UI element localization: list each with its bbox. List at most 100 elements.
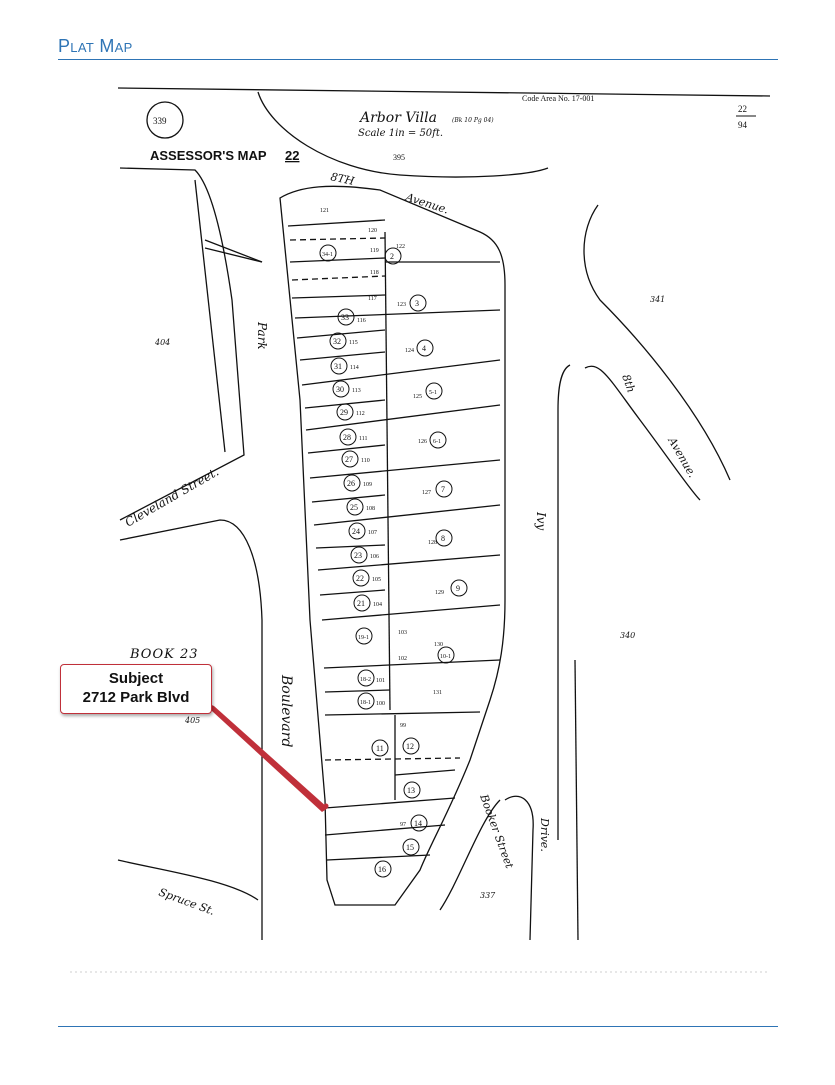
lot-label: 16 (378, 865, 386, 874)
cleveland-inner-line (194, 179, 226, 453)
lot-number: 119 (370, 248, 379, 254)
callout-pointer (200, 700, 328, 812)
leader-line (204, 247, 263, 263)
lot-number: 121 (320, 208, 329, 214)
lot-number: 127 (422, 490, 431, 496)
lot-number: 108 (366, 506, 375, 512)
lot-label: 24 (352, 527, 360, 536)
lot-number: 122 (396, 244, 405, 250)
assessors-map-number: 22 (285, 148, 299, 163)
cleveland-lower-curve (119, 519, 263, 940)
lot-label: 12 (406, 742, 414, 751)
eighth-avenue-inner-curve (584, 365, 701, 501)
page-ref-top: 22 (738, 104, 747, 114)
assessors-map-label: ASSESSOR'S MAP (150, 148, 267, 163)
lot-label: 33 (341, 313, 349, 322)
street-ivy: Ivy (534, 511, 548, 531)
subdivision-name: Arbor Villa (358, 110, 437, 126)
street-8th-right: 8th (619, 373, 638, 395)
map-top-boundary (117, 87, 771, 97)
lot-number: 103 (398, 630, 407, 636)
lot-label: 34-1 (322, 252, 333, 258)
eighth-avenue-right-curve (583, 204, 731, 481)
lot-number: 109 (363, 482, 372, 488)
subject-callout: Subject 2712 Park Blvd (60, 664, 212, 714)
lot-label: 18-1 (360, 700, 371, 706)
lot-number: 100 (376, 701, 385, 707)
lot-label: 13 (407, 786, 415, 795)
lot-number: 126 (418, 439, 427, 445)
scale-label: Scale 1in = 50ft. (358, 128, 443, 139)
street-boulevard: Boulevard (278, 674, 294, 747)
lot-number-labels: 121 120 119 122 118 117 123 116 115 124 … (320, 208, 444, 828)
lot-label: 6-1 (433, 439, 441, 445)
lot-label: 5-1 (429, 390, 437, 396)
lot-number: 125 (413, 394, 422, 400)
lot-label: 21 (357, 599, 365, 608)
lot-number: 97 (400, 822, 406, 828)
parcel-405: 405 (184, 716, 200, 725)
lot-number: 99 (400, 723, 406, 729)
arbor-villa-curve (257, 91, 549, 178)
subject-callout-address: 2712 Park Blvd (82, 689, 190, 706)
lot-number: 105 (372, 577, 381, 583)
code-area-label: Code Area No. 17-001 (522, 94, 594, 103)
lot-label: 25 (350, 503, 358, 512)
lot-label: 9 (456, 584, 460, 593)
lot-number: 113 (352, 388, 361, 394)
lot-number: 107 (368, 530, 377, 536)
street-avenue-top: Avenue. (403, 190, 450, 216)
subject-callout-title: Subject (108, 670, 164, 687)
spruce-street-line (117, 859, 259, 901)
lot-label: 18-2 (360, 677, 371, 683)
lot-number: 104 (373, 602, 382, 608)
parcel-404: 404 (154, 338, 170, 347)
lot-circle-labels: 34-1 2 3 33 4 32 31 5-1 30 29 28 6-1 27 … (322, 252, 460, 874)
lot-label: 31 (334, 362, 342, 371)
lot-divider (394, 769, 456, 776)
parcel-341: 341 (650, 295, 665, 304)
ivy-street-line (557, 364, 571, 840)
lot-number: 123 (397, 302, 406, 308)
parcel-404-boundary (119, 167, 245, 521)
lot-label: 11 (376, 744, 384, 753)
page-title: Plat Map (58, 36, 133, 56)
dashed-lines (289, 237, 461, 761)
street-drive: Drive. (538, 817, 551, 852)
lot-number: 118 (370, 270, 379, 276)
lot-number: 129 (435, 590, 444, 596)
lot-label: 3 (415, 299, 419, 308)
lot-label: 15 (406, 843, 414, 852)
street-cleveland: Cleveland Street. (123, 465, 222, 530)
lot-label: 22 (356, 574, 364, 583)
street-spruce: Spruce St. (157, 886, 216, 918)
lot-label: 4 (422, 344, 426, 353)
lot-number: 128 (428, 540, 437, 546)
lot-label: 14 (414, 819, 422, 828)
street-avenue-right: Avenue. (665, 434, 699, 480)
lot-label: 26 (347, 479, 355, 488)
lot-number: 112 (356, 411, 365, 417)
parcel-337: 337 (480, 891, 496, 900)
lot-number: 115 (349, 340, 358, 346)
street-park: Park (255, 321, 269, 350)
lot-number: 106 (370, 554, 379, 560)
lot-number: 101 (376, 678, 385, 684)
lot-label: 28 (343, 433, 351, 442)
page-ref-bottom: 94 (738, 120, 748, 130)
lot-number: 110 (361, 458, 370, 464)
lot-label: 7 (441, 485, 445, 494)
lot-label: 29 (340, 408, 348, 417)
booker-street-edge (439, 799, 501, 911)
lot-number: 117 (368, 296, 377, 302)
parcel-340: 340 (620, 631, 635, 640)
lot-label: 30 (336, 385, 344, 394)
subdivision-ref: (Bk 10 Pg 04) (452, 117, 494, 124)
lot-label: 27 (345, 455, 353, 464)
leader-line (204, 239, 263, 263)
street-8th-top: 8TH (329, 170, 356, 188)
lot-number: 114 (350, 365, 359, 371)
lot-number: 111 (359, 436, 368, 442)
